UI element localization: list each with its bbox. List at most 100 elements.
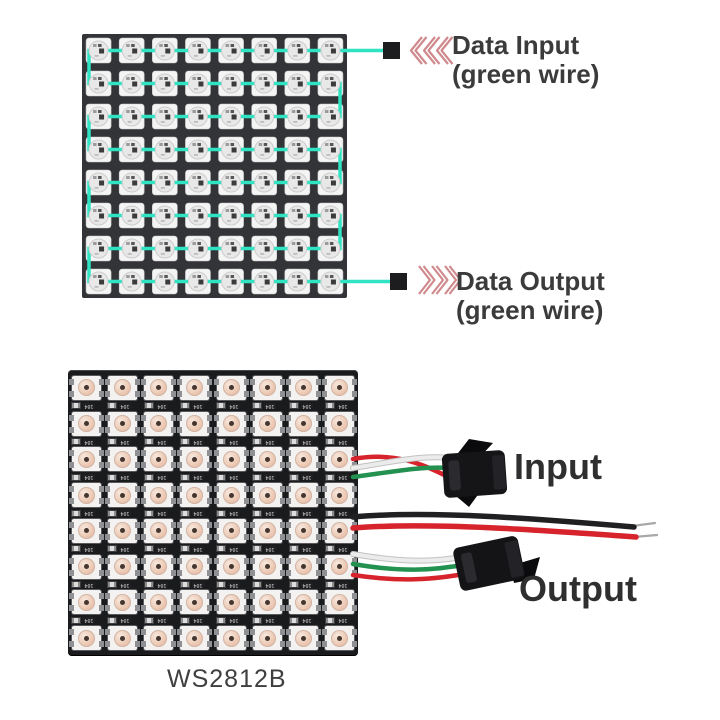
smd-capacitor [180, 474, 189, 480]
led-chip [320, 238, 341, 259]
led-package [177, 554, 213, 579]
led-chip [287, 205, 308, 226]
led-pad [68, 533, 74, 540]
led-pad [171, 498, 177, 505]
led-die [301, 528, 307, 534]
led-pad [141, 521, 147, 528]
led-pad [177, 498, 183, 505]
led-die [83, 421, 89, 427]
led-pad [322, 533, 328, 540]
led-package [68, 518, 104, 543]
led-pad [279, 390, 285, 397]
led-chip [154, 271, 175, 292]
smd-capacitor [289, 403, 298, 409]
led-pad [316, 426, 322, 433]
led-pad [286, 486, 292, 493]
led-pad [68, 593, 74, 600]
smd-capacitor [144, 439, 153, 444]
smd-capacitor [180, 546, 189, 552]
led-pad [104, 641, 110, 648]
smd-capacitor [325, 582, 334, 587]
led-pad [243, 593, 249, 600]
led-pad [104, 390, 110, 397]
led-lens [295, 450, 313, 468]
led-pad [104, 462, 110, 469]
led-chip [254, 73, 275, 94]
led-die [264, 528, 270, 534]
led-pad [98, 426, 104, 433]
led-package [322, 447, 358, 472]
led-chip [154, 106, 175, 127]
led-pad [141, 629, 147, 636]
data-output-label-block: Data Output (green wire) [456, 267, 605, 325]
led-lens [258, 593, 276, 611]
led-package [286, 626, 322, 651]
led-pad [316, 498, 322, 505]
led-pad [243, 462, 249, 469]
led-die [83, 492, 89, 498]
led-pad [98, 390, 104, 397]
led-pad [243, 450, 249, 457]
led-pad [279, 557, 285, 564]
led-lens [331, 415, 349, 433]
led-lens [186, 593, 204, 611]
led-lens [331, 593, 349, 611]
led-pad [141, 450, 147, 457]
led-chip [88, 172, 109, 193]
led-pad [68, 521, 74, 528]
led-chip [121, 205, 142, 226]
led-pad [352, 605, 358, 612]
led-chip [187, 238, 208, 259]
smd-capacitor [217, 403, 226, 409]
smd-capacitor [72, 546, 81, 552]
led-pad [104, 569, 110, 576]
led-pad [104, 533, 110, 540]
led-pad [207, 414, 213, 421]
smd-capacitor [72, 510, 81, 516]
smd-capacitor [144, 474, 153, 480]
smd-capacitor [217, 439, 226, 444]
led-chip [121, 139, 142, 160]
led-pad [104, 426, 110, 433]
led-chip [254, 106, 275, 127]
led-package [286, 411, 322, 436]
led-lens [331, 629, 349, 647]
led-chip [287, 271, 308, 292]
smd-capacitor [325, 474, 334, 480]
led-pad [322, 450, 328, 457]
led-pad [141, 533, 147, 540]
led-pad [104, 557, 110, 564]
led-die [156, 528, 162, 534]
led-chip [121, 271, 142, 292]
led-die [264, 492, 270, 498]
led-pad [207, 521, 213, 528]
led-chip [320, 205, 341, 226]
led-die [301, 456, 307, 462]
led-lens [186, 558, 204, 576]
led-die [119, 421, 125, 427]
led-pad [352, 641, 358, 648]
led-die [119, 385, 125, 391]
led-chip [221, 271, 242, 292]
smd-capacitor [217, 582, 226, 587]
led-pad [207, 593, 213, 600]
led-pad [316, 486, 322, 493]
led-lens [222, 629, 240, 647]
smd-capacitor [144, 546, 153, 552]
led-chip [254, 271, 275, 292]
led-pad [171, 486, 177, 493]
led-pad [104, 378, 110, 385]
led-pad [134, 557, 140, 564]
led-die [301, 599, 307, 605]
led-pad [316, 569, 322, 576]
led-pad [286, 390, 292, 397]
led-lens [186, 379, 204, 397]
led-die [192, 635, 198, 641]
led-pad [68, 378, 74, 385]
output-label: Output [519, 568, 637, 609]
led-pad [68, 486, 74, 493]
smd-capacitor [180, 582, 189, 587]
led-package [322, 590, 358, 615]
led-chip [287, 106, 308, 127]
led-pad [177, 533, 183, 540]
